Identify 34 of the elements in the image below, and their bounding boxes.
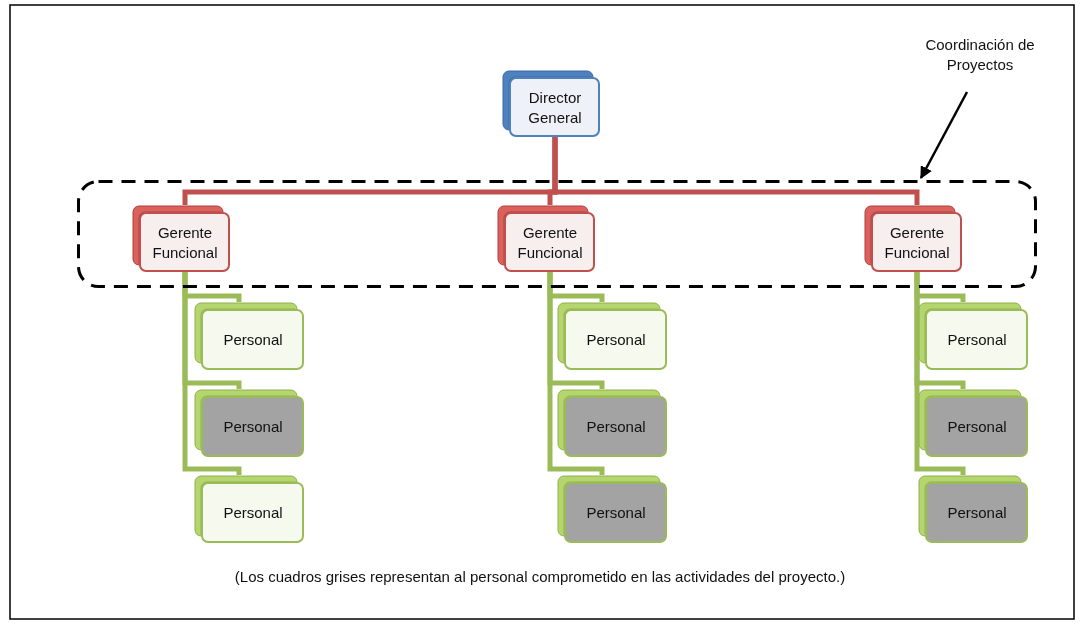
manager-box: [497, 205, 595, 272]
highlighted-staff-box: [557, 389, 667, 457]
pointer-arrow: [919, 91, 969, 180]
box-label: Personal: [947, 417, 1007, 437]
box-label: Personal: [223, 417, 283, 437]
box-label: Personal: [223, 330, 283, 350]
highlighted-staff-box: [194, 389, 304, 457]
box-label: Personal: [947, 503, 1007, 523]
box-label: Gerente Funcional: [516, 222, 584, 263]
box-label: Personal: [586, 417, 646, 437]
box-label: Personal: [947, 330, 1007, 350]
dashed-group-outline: [77, 180, 1037, 288]
director-box: [502, 70, 600, 137]
box-label: Personal: [586, 330, 646, 350]
manager-box: [864, 205, 962, 272]
connector-line: [547, 272, 605, 475]
box-label: Director General: [527, 87, 583, 128]
caption: (Los cuadros grises representan al personal comprometido en las actividades del proyecto.): [233, 568, 847, 585]
box-label: Personal: [586, 503, 646, 523]
callout-text: Coordinación de Proyectos: [924, 35, 1036, 75]
staff-box: [194, 302, 304, 370]
box-label: Gerente Funcional: [883, 222, 951, 263]
box-label: Personal: [223, 503, 283, 523]
connector-line: [914, 272, 966, 475]
highlighted-staff-box: [918, 389, 1028, 457]
manager-box: [132, 205, 230, 272]
highlighted-staff-box: [918, 475, 1028, 543]
box-label: Gerente Funcional: [151, 222, 219, 263]
staff-box: [194, 475, 304, 543]
staff-box: [918, 302, 1028, 370]
highlighted-staff-box: [557, 475, 667, 543]
staff-box: [557, 302, 667, 370]
connector-line: [552, 137, 920, 205]
connector-line: [182, 272, 242, 475]
